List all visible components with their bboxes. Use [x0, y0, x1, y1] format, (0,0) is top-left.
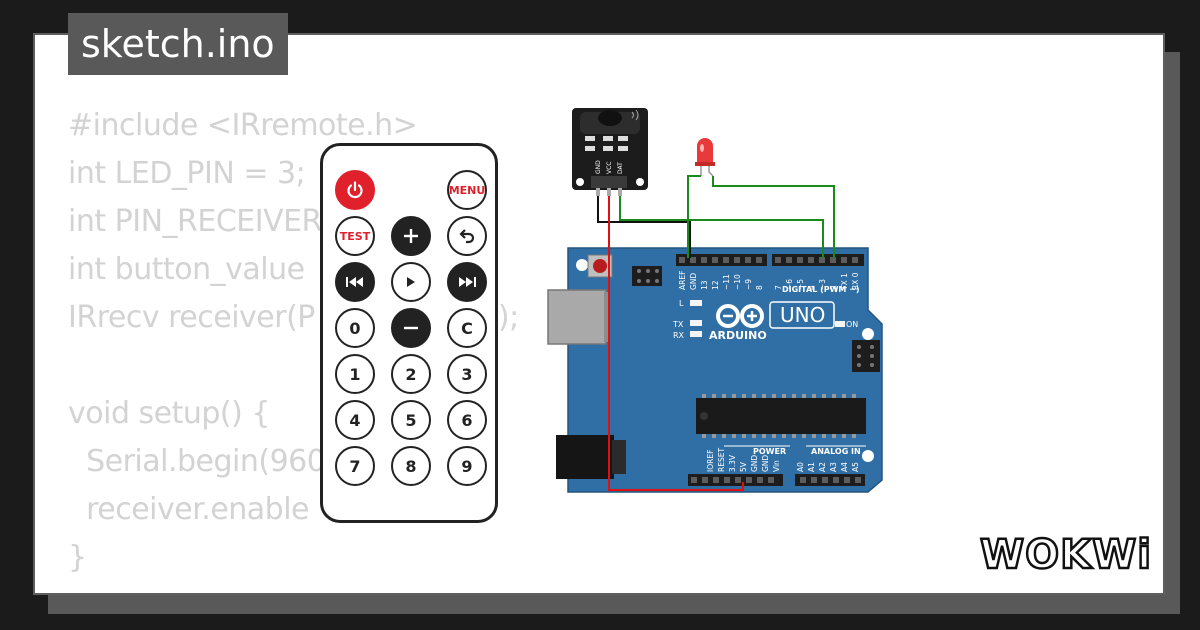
- led-label-tx: TX: [672, 320, 684, 329]
- power-icon: [347, 181, 363, 199]
- digital-header-right: [772, 254, 864, 266]
- code-line: #include <IRremote.h>: [68, 108, 418, 143]
- two-button[interactable]: 2: [391, 354, 431, 394]
- pin-label: 3.3V: [728, 454, 737, 472]
- pin-label: RX 0: [851, 272, 860, 290]
- pin-label: ~3: [818, 279, 827, 290]
- nine-button[interactable]: 9: [447, 446, 487, 486]
- eight-button[interactable]: 8: [391, 446, 431, 486]
- power-jack: [556, 435, 614, 479]
- analog-label: ANALOG IN: [811, 447, 861, 456]
- ir-receiver-module[interactable]: [572, 108, 648, 190]
- code-line: IRrecv receiver(P: [68, 300, 315, 335]
- code-line: int LED_PIN = 3;: [68, 156, 306, 191]
- four-button[interactable]: 4: [335, 400, 375, 440]
- ir-pin-label: VCC: [606, 162, 613, 174]
- pin-label: A2: [818, 462, 827, 472]
- plus-icon: [404, 229, 418, 243]
- rewind-button[interactable]: [335, 262, 375, 302]
- wire-ir-dat: [619, 196, 824, 258]
- code-line: Serial.begin(960: [68, 444, 326, 479]
- arduino-brand: ARDUINO: [709, 329, 767, 342]
- pin-label: A3: [829, 462, 838, 472]
- pin-label: 8: [755, 285, 764, 290]
- pin-label: ~6: [785, 279, 794, 290]
- pin-label: IOREF: [706, 450, 715, 472]
- minus-button[interactable]: [391, 308, 431, 348]
- file-tab[interactable]: sketch.ino: [68, 13, 288, 75]
- red-led[interactable]: [695, 138, 715, 177]
- wire-ir-gnd: [597, 196, 691, 258]
- ir-pin-label: DAT: [617, 162, 624, 174]
- one-button[interactable]: 1: [335, 354, 375, 394]
- board-name: UNO: [780, 303, 825, 327]
- pin-label: TX 1: [840, 273, 849, 291]
- pin-label: ~9: [744, 279, 753, 290]
- pin-label: 5V: [739, 461, 748, 472]
- play-button[interactable]: [391, 262, 431, 302]
- rewind-icon: [346, 277, 363, 287]
- pin-label: GND: [750, 455, 759, 472]
- pin-label: ~11: [722, 274, 731, 290]
- power-button[interactable]: [335, 170, 375, 210]
- code-line: void setup() {: [68, 396, 270, 431]
- pin-label: A4: [840, 462, 849, 472]
- minus-icon: [404, 326, 418, 330]
- pin-label: RESET: [717, 448, 726, 472]
- wire-led-anode: [712, 176, 835, 258]
- digital-header-left: [676, 254, 767, 266]
- led-label-rx: RX: [673, 331, 685, 340]
- clear-button[interactable]: C: [447, 308, 487, 348]
- code-line: int PIN_RECEIVER: [68, 204, 322, 239]
- six-button[interactable]: 6: [447, 400, 487, 440]
- code-line: }: [68, 540, 87, 575]
- back-button[interactable]: [447, 216, 487, 256]
- digital-label: DIGITAL (PWM ~): [782, 285, 860, 294]
- power-label: POWER: [753, 447, 786, 456]
- pin-label: ~5: [796, 279, 805, 290]
- pin-label: A5: [851, 462, 860, 472]
- wire-led-cathode: [687, 175, 701, 258]
- pin-label: 13: [700, 280, 709, 290]
- pin-label: 12: [711, 280, 720, 290]
- pin-label: 4: [807, 285, 816, 290]
- wokwi-logo: WOKWi: [979, 531, 1150, 576]
- wokwi-logo-text: WOKWi: [980, 532, 1150, 576]
- fast-forward-button[interactable]: [447, 262, 487, 302]
- usb-port: [547, 289, 607, 345]
- circuit-diagram: AREF GND 13 12 ~11 ~10 ~9 8 7 ~6 ~5 4 ~3…: [547, 108, 883, 493]
- code-line: int button_value: [68, 252, 305, 287]
- on-label: ON: [846, 320, 858, 329]
- menu-button[interactable]: MENU: [447, 170, 487, 210]
- five-button[interactable]: 5: [391, 400, 431, 440]
- led-label-l: L: [679, 299, 684, 308]
- test-button[interactable]: TEST: [335, 216, 375, 256]
- pin-label: 2: [829, 285, 838, 290]
- pin-label: AREF: [678, 271, 687, 290]
- ir-remote: MENU TEST 0 C 1 2 3 4 5 6 7 8 9: [320, 143, 498, 523]
- pin-label: ~10: [733, 274, 742, 290]
- code-editor: #include <IRremote.h> int LED_PIN = 3; i…: [68, 102, 519, 582]
- fast-forward-icon: [459, 277, 476, 287]
- wire-ir-vcc: [608, 196, 744, 491]
- play-icon: [407, 277, 415, 287]
- code-line: receiver.enable: [68, 492, 310, 527]
- three-button[interactable]: 3: [447, 354, 487, 394]
- pin-label: 7: [774, 285, 783, 290]
- pin-label: Vin: [772, 460, 781, 472]
- pin-label: A1: [807, 462, 816, 472]
- back-arrow-icon: [459, 229, 475, 244]
- pin-label: GND: [689, 273, 698, 290]
- plus-button[interactable]: [391, 216, 431, 256]
- ir-pin-label: GND: [595, 160, 602, 174]
- zero-button[interactable]: 0: [335, 308, 375, 348]
- microcontroller-chip: [696, 398, 866, 434]
- pin-label: A0: [796, 462, 805, 472]
- pin-label: GND: [761, 455, 770, 472]
- arduino-logo: [716, 304, 764, 328]
- seven-button[interactable]: 7: [335, 446, 375, 486]
